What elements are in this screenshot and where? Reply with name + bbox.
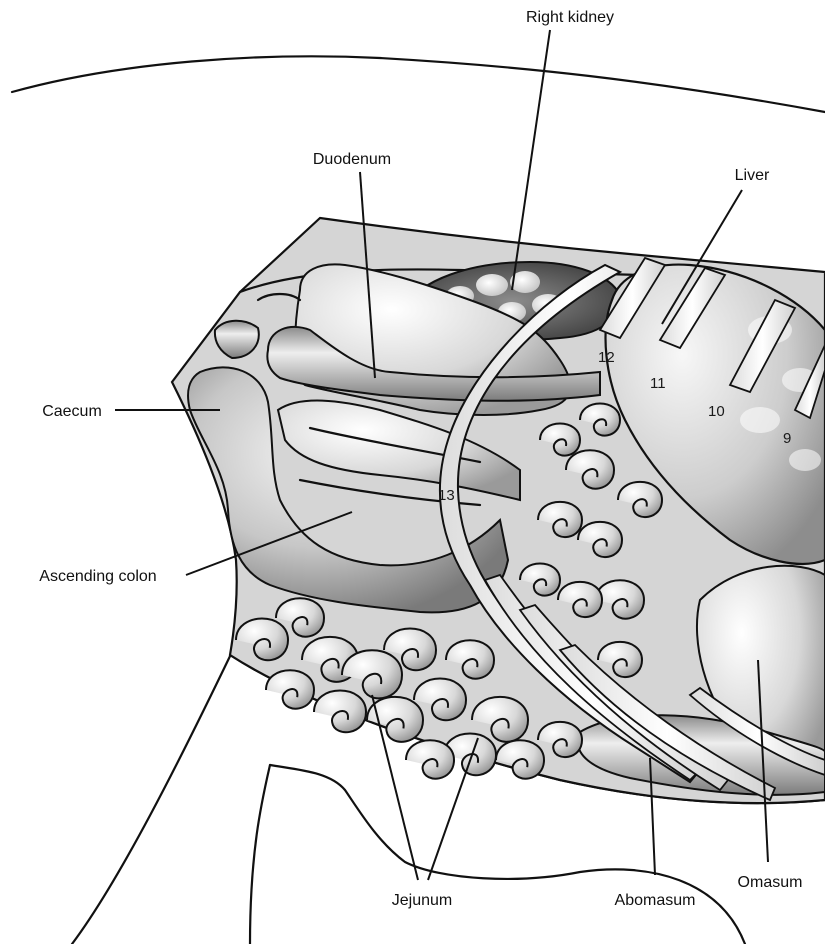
jejunum-coil [266,670,314,708]
label-omasum: Omasum [738,874,803,891]
label-duodenum: Duodenum [313,151,391,168]
rib-number-12: 12 [598,349,615,366]
label-right-kidney: Right kidney [526,9,614,26]
rib-number-11: 11 [650,375,666,392]
jejunum-coil [496,740,544,778]
label-abomasum: Abomasum [615,892,696,909]
label-jejunum: Jejunum [392,892,452,909]
rib-number-10: 10 [708,403,725,420]
jejunum-coil [406,740,454,778]
jejunum-coil [367,697,423,742]
rib-number-9: 9 [783,430,791,447]
label-caecum: Caecum [42,403,102,420]
label-liver: Liver [735,167,770,184]
jejunum-coil [314,691,366,733]
label-ascending-colon: Ascending colon [39,568,156,585]
rib-number-13: 13 [438,487,455,504]
